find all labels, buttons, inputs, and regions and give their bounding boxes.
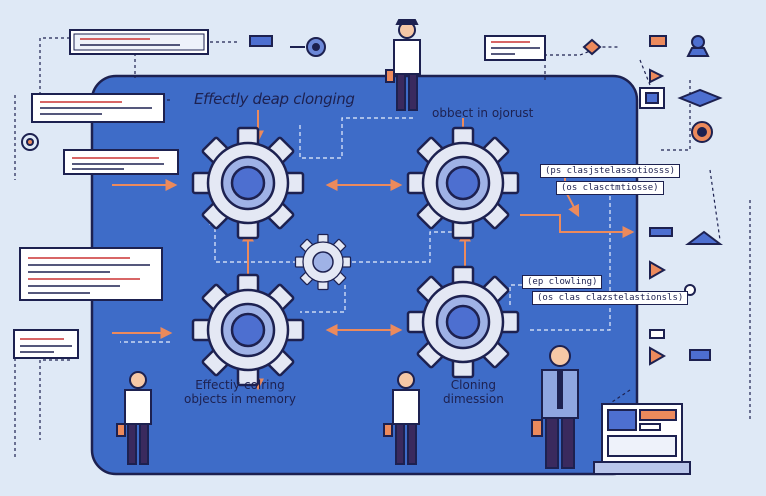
- bottom-right-line1: Cloning: [450, 378, 497, 392]
- class-tag-1: (ps clasjstelassotiosss): [540, 164, 681, 178]
- class-tag-4: (os clas clazstelastionsls): [532, 291, 689, 305]
- person-bottom-middle-icon: [383, 371, 420, 465]
- class-tag-2: (os clasctmtiosse): [556, 181, 664, 195]
- person-bottom-right-icon: [531, 345, 579, 469]
- bottom-left-line2: objects in memory: [184, 392, 296, 406]
- class-tag-3: (ep clowling): [522, 275, 603, 289]
- top-small-icons: [21, 35, 326, 151]
- bottom-left-label: Effectiy colring objects in memory: [184, 378, 296, 406]
- bottom-right-line2: dimession: [443, 392, 504, 406]
- person-top-icon: [385, 19, 421, 111]
- gear-top-left-icon: [191, 126, 305, 240]
- laptop-icon: [593, 403, 691, 475]
- bottom-left-line1: Effectiy colring: [195, 378, 285, 392]
- object-label: obbect in ojorust: [432, 106, 534, 120]
- bottom-right-label: Cloning dimession: [443, 378, 504, 406]
- code-panels-left: [13, 29, 209, 359]
- person-bottom-left-icon: [116, 371, 152, 465]
- right-side-icons: [484, 35, 723, 366]
- gear-top-right-icon: [406, 126, 520, 240]
- gear-bottom-right-icon: [406, 265, 520, 379]
- diagram-title: Effectly deap clonging: [194, 90, 355, 108]
- gear-small-center-icon: [294, 233, 352, 291]
- gear-bottom-left-icon: [191, 273, 305, 387]
